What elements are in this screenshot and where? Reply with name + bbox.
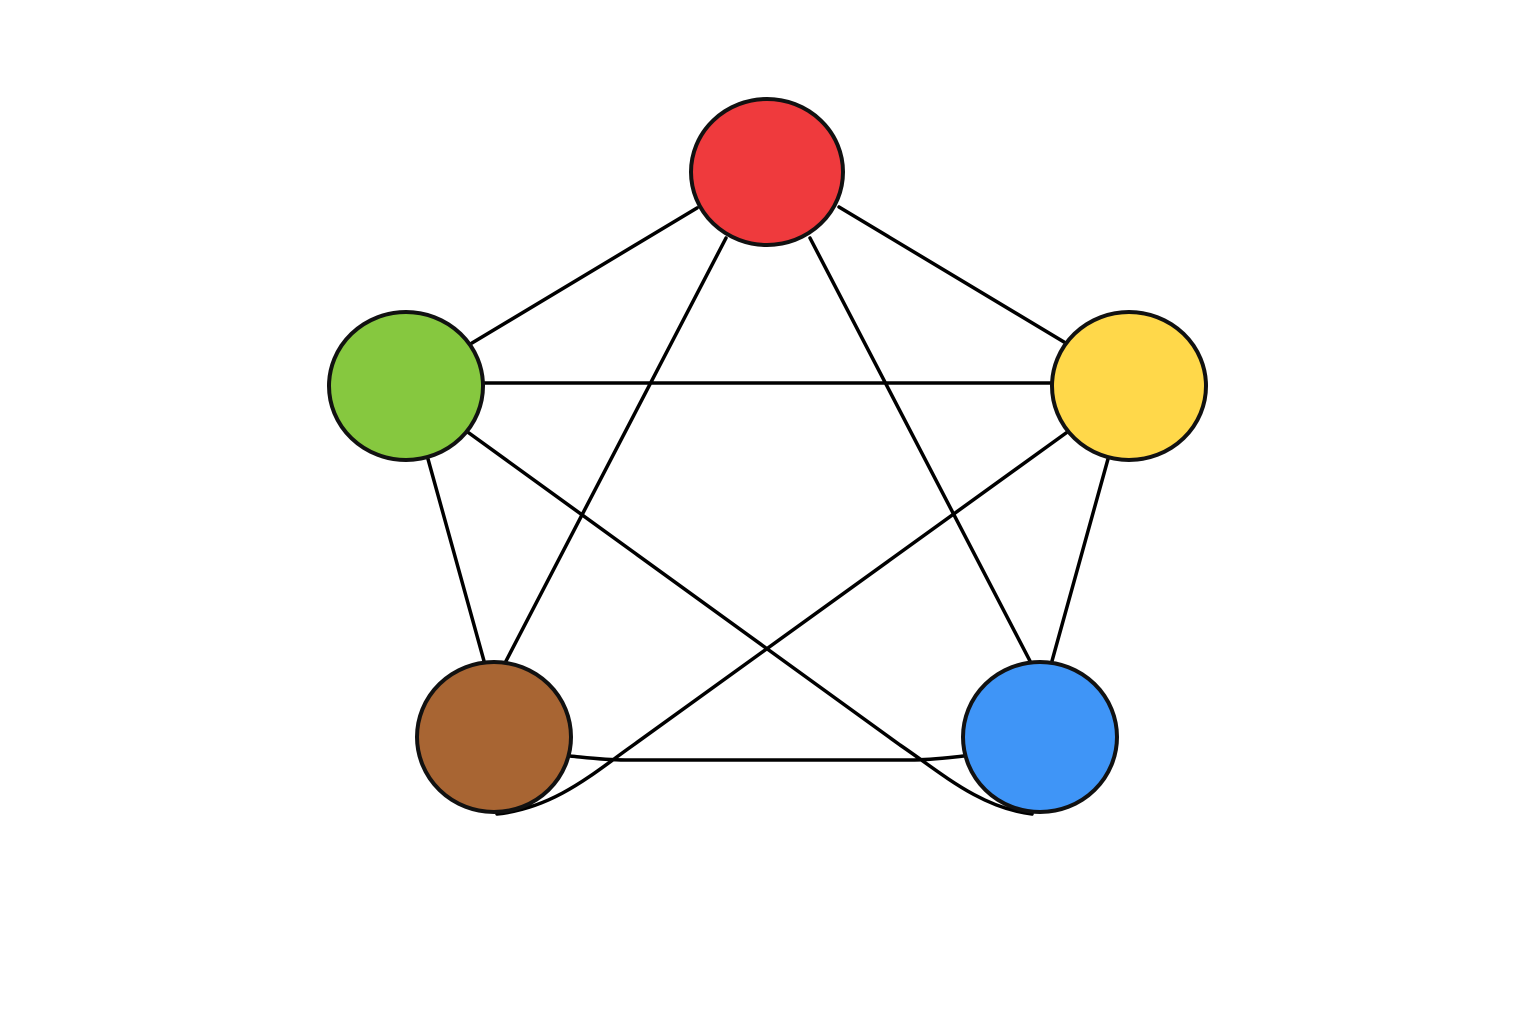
edge-green-blue xyxy=(467,431,1034,816)
edges-layer xyxy=(426,205,1110,816)
edge-brown-blue xyxy=(568,754,966,762)
nodes-layer xyxy=(327,97,1208,814)
edge-yellow-blue xyxy=(1050,457,1110,663)
edge-red-green xyxy=(470,206,699,345)
node-yellow xyxy=(1050,310,1208,462)
node-brown xyxy=(415,660,573,814)
node-blue xyxy=(961,660,1119,814)
edge-red-blue xyxy=(808,236,1032,663)
edge-red-yellow xyxy=(837,205,1066,344)
node-red xyxy=(689,97,845,247)
edge-green-brown xyxy=(426,457,486,663)
node-green xyxy=(327,310,485,462)
edge-red-brown xyxy=(504,236,728,663)
